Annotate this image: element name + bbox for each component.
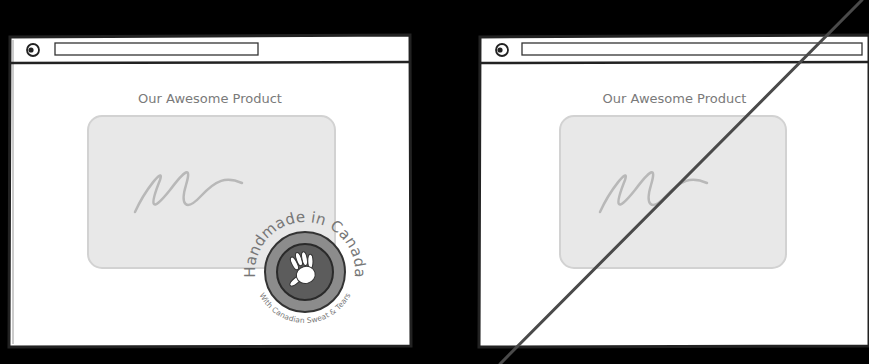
badge-center xyxy=(277,244,333,300)
badge-heading: Handmade in Canada xyxy=(241,208,369,278)
squiggle xyxy=(135,172,242,212)
nav-icon xyxy=(496,44,508,56)
sketch-line xyxy=(13,40,14,344)
address-bar xyxy=(55,43,258,55)
browser-window: Our Awesome Product xyxy=(480,36,869,346)
image-placeholder xyxy=(560,116,786,268)
toolbar-line xyxy=(480,62,869,63)
browser-window xyxy=(9,35,411,347)
nav-icon-dot xyxy=(28,47,33,52)
hand-icon xyxy=(281,248,320,288)
nav-icon xyxy=(27,44,39,56)
badge-subtext: With Canadian Sweat & Tears xyxy=(257,291,352,325)
page-title: Our Awesome Product xyxy=(10,91,410,106)
badge-outline: Handmade in CanadaWith Canadian Sweat & … xyxy=(230,197,380,347)
squiggle xyxy=(600,172,707,212)
cross-out-line xyxy=(500,0,862,364)
badge-ring xyxy=(265,232,345,312)
nav-icon-dot xyxy=(497,47,502,52)
browser-window: Our Awesome ProductHandmade in CanadaWit… xyxy=(10,36,410,346)
browser-window xyxy=(479,35,869,347)
page-title: Our Awesome Product xyxy=(480,91,869,106)
address-bar xyxy=(522,43,862,55)
badge-seal: Handmade in CanadaWith Canadian Sweat & … xyxy=(230,197,380,347)
toolbar-line xyxy=(10,62,410,63)
